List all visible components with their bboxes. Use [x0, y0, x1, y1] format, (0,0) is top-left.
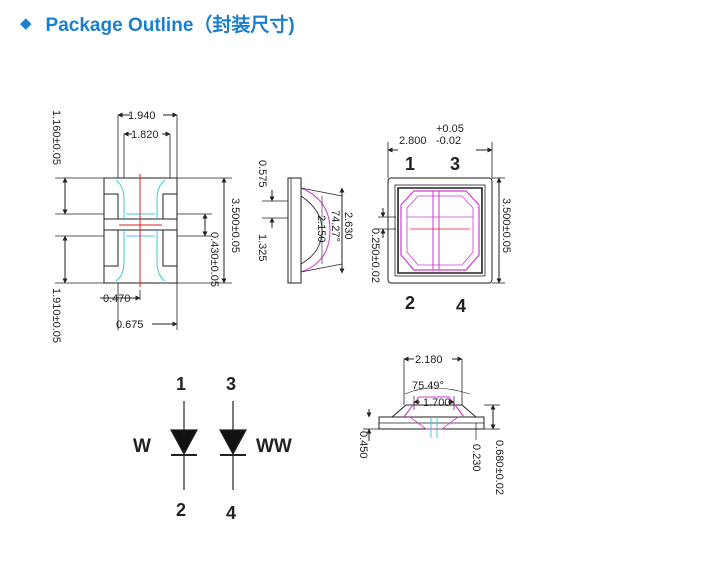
front-dim-mid: 0.230 [470, 444, 482, 472]
dim-left-top: 1.160±0.05 [50, 110, 62, 165]
front-dim-width: 2.180 [415, 354, 443, 366]
side-dim-b: 1.325 [256, 234, 268, 262]
section-header: ◆ Package Outline（封装尺寸) [20, 9, 295, 37]
front-dim-left: 0.450 [357, 431, 369, 459]
side-dim-d: 2.150 [315, 215, 327, 243]
dim-top-inner: 1.820 [131, 129, 159, 141]
front-view [363, 356, 500, 441]
diode-w-icon [169, 429, 199, 456]
dim-top-outer: 1.940 [128, 110, 156, 122]
dim-gap: 0.430±0.05 [208, 232, 220, 287]
top-view-body [387, 177, 493, 284]
dim-pad-a: 0.470 [103, 293, 131, 305]
dim-right-height: 3.500±0.05 [229, 198, 241, 253]
top-dim-height: 3.500±0.05 [500, 198, 512, 253]
side-view [262, 177, 345, 284]
top-tol-minus: -0.02 [436, 135, 461, 147]
led-schematic [169, 401, 248, 490]
top-dim-inner: 0.250±0.02 [369, 228, 381, 283]
side-dim-angle: 74.27° [329, 210, 341, 242]
top-tol-plus: +0.05 [436, 123, 464, 135]
top-view [378, 142, 505, 284]
schematic-pin-4: 4 [226, 503, 236, 523]
schematic-pin-1: 1 [176, 374, 186, 394]
bottom-view [55, 112, 232, 330]
label-w: W [133, 436, 151, 457]
top-pin-1: 1 [405, 154, 415, 174]
side-view-body [287, 177, 302, 284]
schematic-pin-2: 2 [176, 500, 186, 520]
top-pin-3: 3 [450, 154, 460, 174]
dim-left-bottom: 1.910±0.05 [50, 288, 62, 343]
section-title: Package Outline（封装尺寸) [45, 14, 295, 36]
front-dim-right: 0.680±0.02 [493, 440, 505, 495]
schematic-pin-3: 3 [226, 374, 236, 394]
top-dim-width: 2.800 [399, 135, 427, 147]
dim-pad-b: 0.675 [116, 319, 144, 331]
top-pin-2: 2 [405, 293, 415, 313]
side-dim-a: 0.575 [256, 160, 268, 188]
diamond-bullet-icon: ◆ [20, 14, 32, 32]
front-dim-cup: 1.700 [423, 397, 451, 409]
top-pin-4: 4 [456, 296, 466, 316]
label-ww: WW [256, 436, 292, 457]
diode-ww-icon [218, 429, 248, 456]
front-dim-angle: 75.49° [412, 380, 444, 392]
side-dim-c: 2.630 [342, 212, 354, 240]
